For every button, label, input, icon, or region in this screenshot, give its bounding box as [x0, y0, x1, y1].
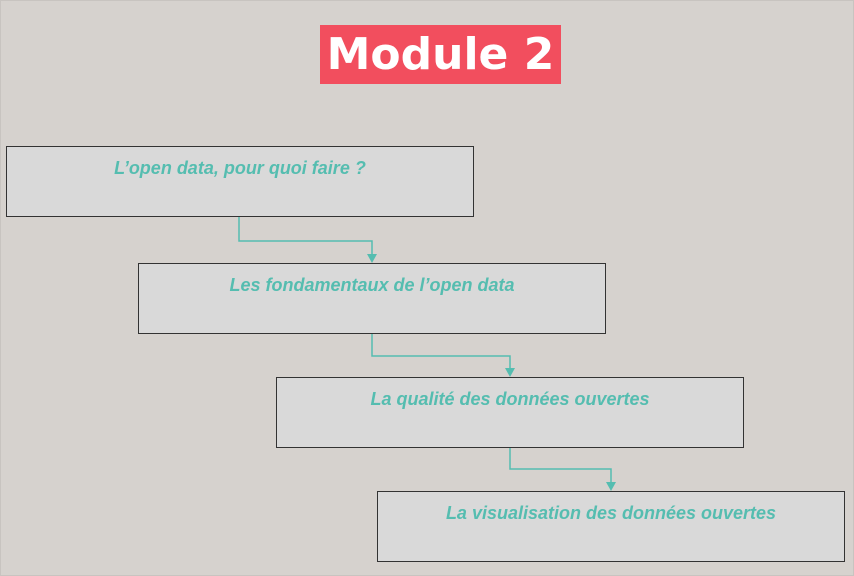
connector-1-2 [238, 217, 373, 255]
arrowhead-1-2 [367, 254, 377, 263]
step-box-open-data-purpose: L’open data, pour quoi faire ? [6, 146, 474, 217]
connector-3-4 [509, 448, 612, 483]
step-box-data-quality: La qualité des données ouvertes [276, 377, 744, 448]
connector-2-3 [371, 334, 511, 369]
step-label: Les fondamentaux de l’open data [229, 275, 515, 295]
step-box-open-data-fundamentals: Les fondamentaux de l’open data [138, 263, 606, 334]
arrowhead-2-3 [505, 368, 515, 377]
step-label: La qualité des données ouvertes [370, 389, 650, 409]
arrowhead-3-4 [606, 482, 616, 491]
step-label: L’open data, pour quoi faire ? [114, 158, 366, 178]
step-box-data-visualisation: La visualisation des données ouvertes [377, 491, 845, 562]
module-title: Module 2 [320, 25, 561, 84]
step-label: La visualisation des données ouvertes [445, 503, 777, 523]
